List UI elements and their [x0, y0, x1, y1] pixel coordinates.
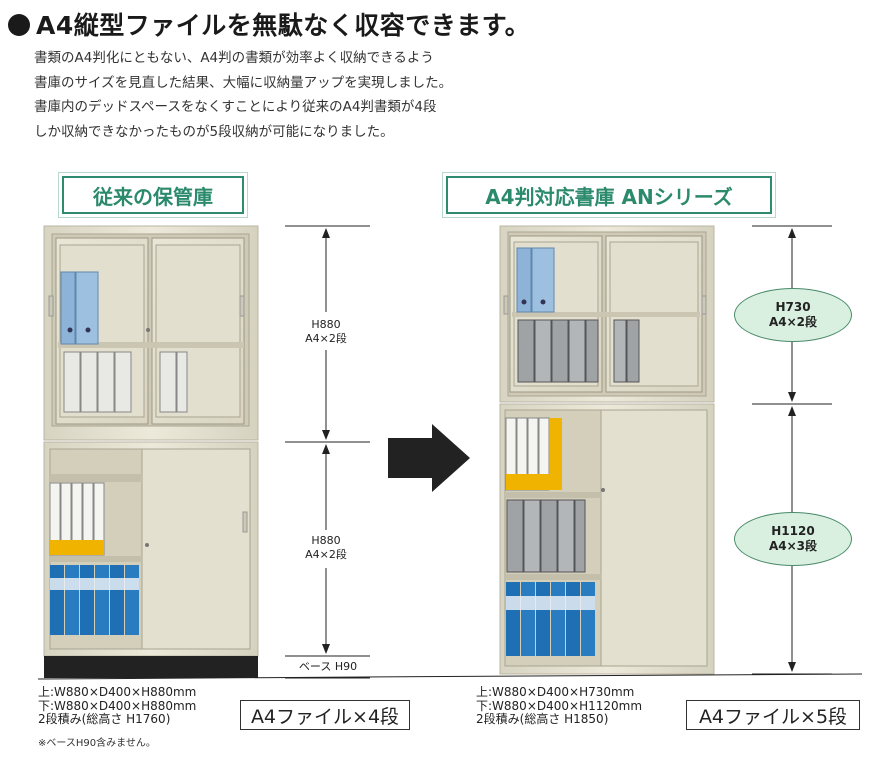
- yellow-file-group: [49, 482, 105, 556]
- description-line: 書類のA4判化にともない、A4判の書類が効率よく収納できるよう: [34, 50, 434, 66]
- conventional-cabinet: [43, 225, 259, 678]
- floor-line: [37, 673, 863, 680]
- description-line: 書庫のサイズを見直した結果、大幅に収納量アップを実現しました。: [34, 74, 453, 91]
- arrowheads: [322, 228, 330, 654]
- conventional-dimension-lines: [285, 225, 370, 679]
- blue-file-group: [506, 582, 595, 656]
- gray-file-group: [506, 499, 586, 573]
- spec-line: 下:W880×D400×H1120mm: [476, 698, 643, 713]
- bullet-dot-icon: [8, 14, 30, 36]
- spec-line: 2段積み(総高さ H1760): [38, 712, 171, 726]
- base-dimension: ベース H90: [298, 660, 358, 673]
- dimension-height: H880: [311, 534, 341, 547]
- spec-line: 上:W880×D400×H730mm: [476, 685, 635, 699]
- an-series-label: A4判対応書庫 ANシリーズ: [446, 176, 772, 214]
- an-series-file-count: A4ファイル×5段: [686, 700, 860, 730]
- yellow-file-group: [505, 417, 562, 491]
- conventional-cabinet-label: 従来の保管庫: [62, 176, 244, 214]
- description-line: 書庫内のデッドスペースをなくすことにより従来のA4判書類が4段: [34, 99, 437, 115]
- spec-line: 上:W880×D400×H880mm: [38, 685, 197, 699]
- gray-file-group: [517, 319, 640, 383]
- conventional-file-count: A4ファイル×4段: [240, 700, 410, 730]
- dimension-height: H730: [775, 300, 811, 314]
- conventional-lower-dimension: H880 A4×2段: [296, 534, 356, 562]
- spec-line: 下:W880×D400×H880mm: [38, 698, 197, 713]
- blue-file-group: [60, 271, 99, 345]
- description-line: しか収納できなかったものが5段収納が可能になりました。: [34, 123, 394, 140]
- dimension-height: H880: [311, 318, 341, 331]
- dimension-height: H1120: [771, 524, 815, 538]
- dimension-capacity: A4×3段: [768, 539, 818, 553]
- conventional-upper-dimension: H880 A4×2段: [296, 318, 356, 346]
- conventional-cabinet-label-text: 従来の保管庫: [93, 184, 213, 209]
- page-title: A4縦型ファイルを無駄なく収容できます。: [8, 6, 530, 42]
- spec-line: 2段積み(総高さ H1850): [476, 712, 609, 726]
- dimension-capacity: A4×2段: [305, 548, 347, 561]
- an-series-cabinet: [499, 225, 715, 675]
- blue-file-group: [50, 565, 139, 635]
- base-note: ※ベースH90含みません。: [38, 738, 156, 749]
- an-upper-dimension-badge: H730 A4×2段: [734, 288, 852, 342]
- gray-file-group: [63, 351, 188, 413]
- dimension-capacity: A4×2段: [305, 332, 347, 345]
- description-paragraph: 書類のA4判化にともない、A4判の書類が効率よく収納できるよう 書庫のサイズを見…: [34, 46, 452, 144]
- dimension-capacity: A4×2段: [768, 315, 818, 329]
- an-lower-dimension-badge: H1120 A4×3段: [734, 512, 852, 566]
- an-series-spec: 上:W880×D400×H730mm 下:W880×D400×H1120mm 2…: [476, 685, 643, 727]
- arrowheads: [788, 228, 796, 672]
- an-series-label-text: A4判対応書庫 ANシリーズ: [485, 184, 733, 209]
- comparison-arrow-icon: [388, 424, 470, 492]
- headline-text: A4縦型ファイルを無駄なく収容できます。: [36, 11, 531, 40]
- blue-file-group: [516, 247, 555, 313]
- conventional-spec: 上:W880×D400×H880mm 下:W880×D400×H880mm 2段…: [38, 685, 197, 727]
